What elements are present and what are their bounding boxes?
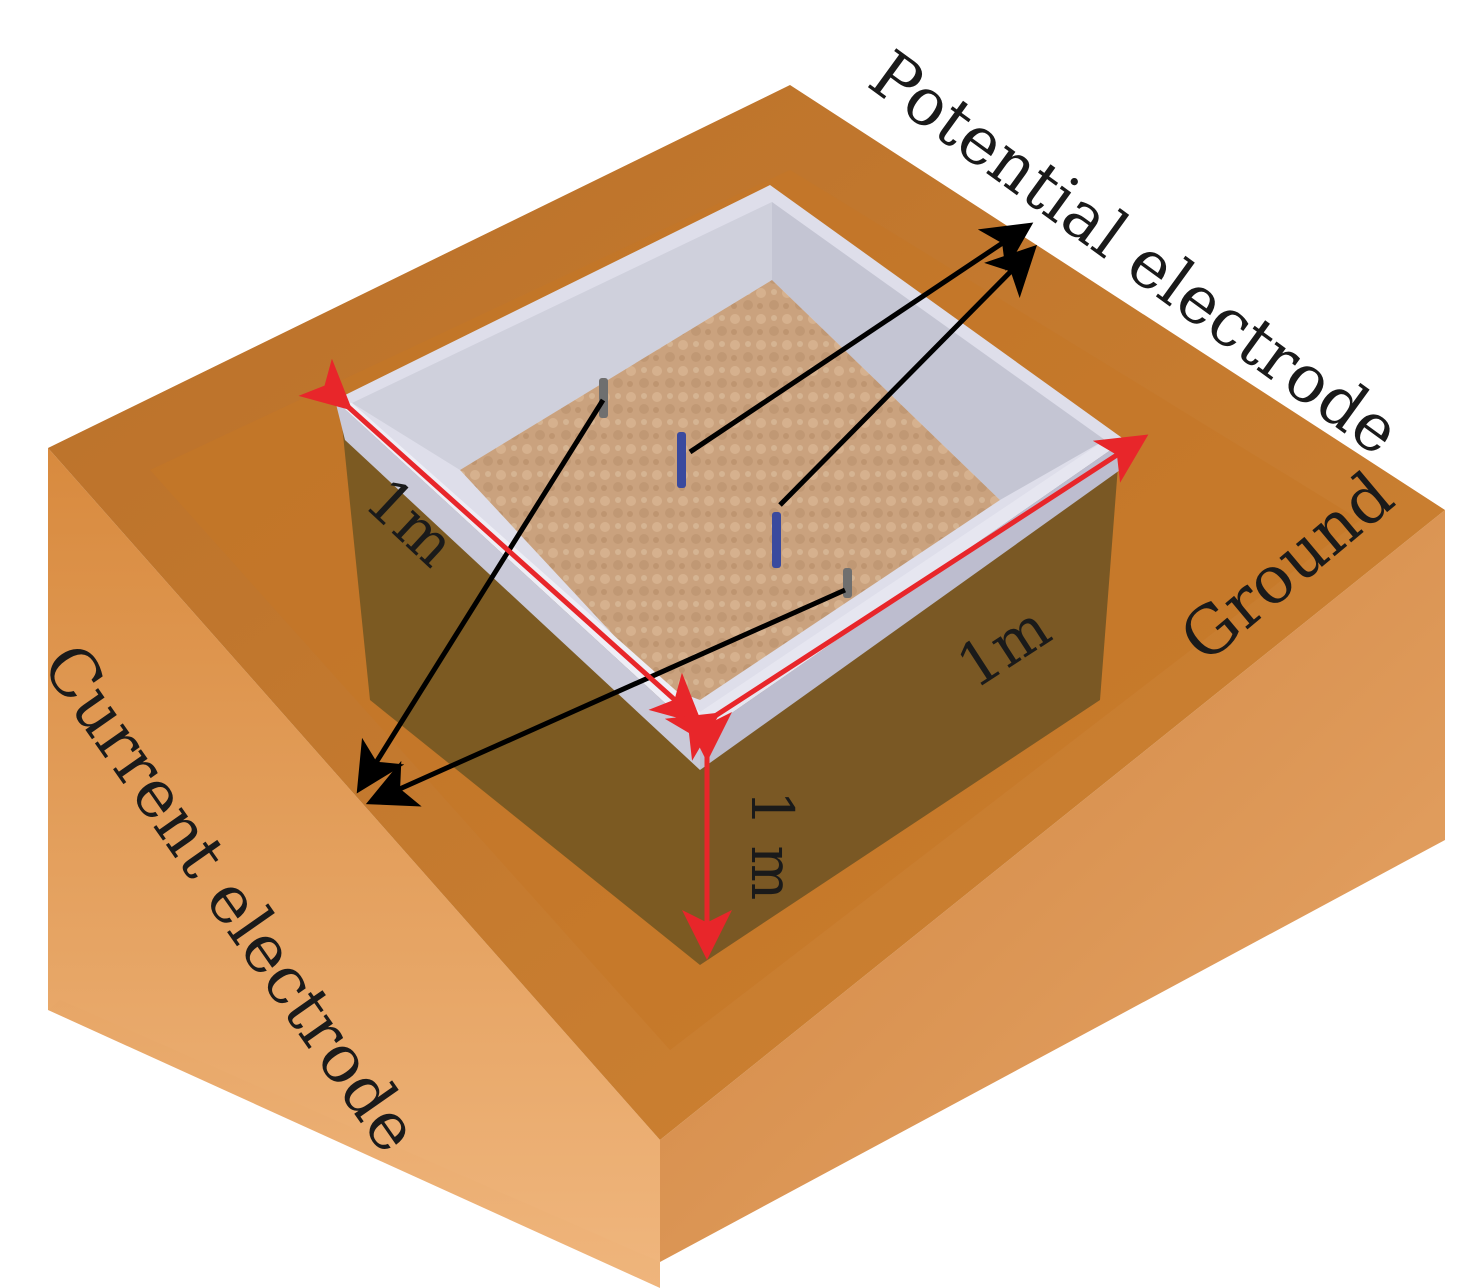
depth-dimension-line [664, 434, 1149, 761]
blue-rod-icon [677, 432, 686, 488]
gray-rod-icon [843, 568, 852, 598]
width-dimension-line [298, 358, 703, 725]
ground-front-face-main [48, 448, 660, 1262]
dimension-arrows [298, 358, 1149, 960]
potential-arrow-1 [688, 222, 1034, 455]
blue-rod-icon [772, 512, 781, 568]
gray-rod-icon [599, 378, 608, 418]
box-inner-back-wall-right [772, 202, 1105, 500]
ground-right-face [660, 510, 1445, 1262]
height-dimension-label: 1 m [738, 790, 806, 900]
